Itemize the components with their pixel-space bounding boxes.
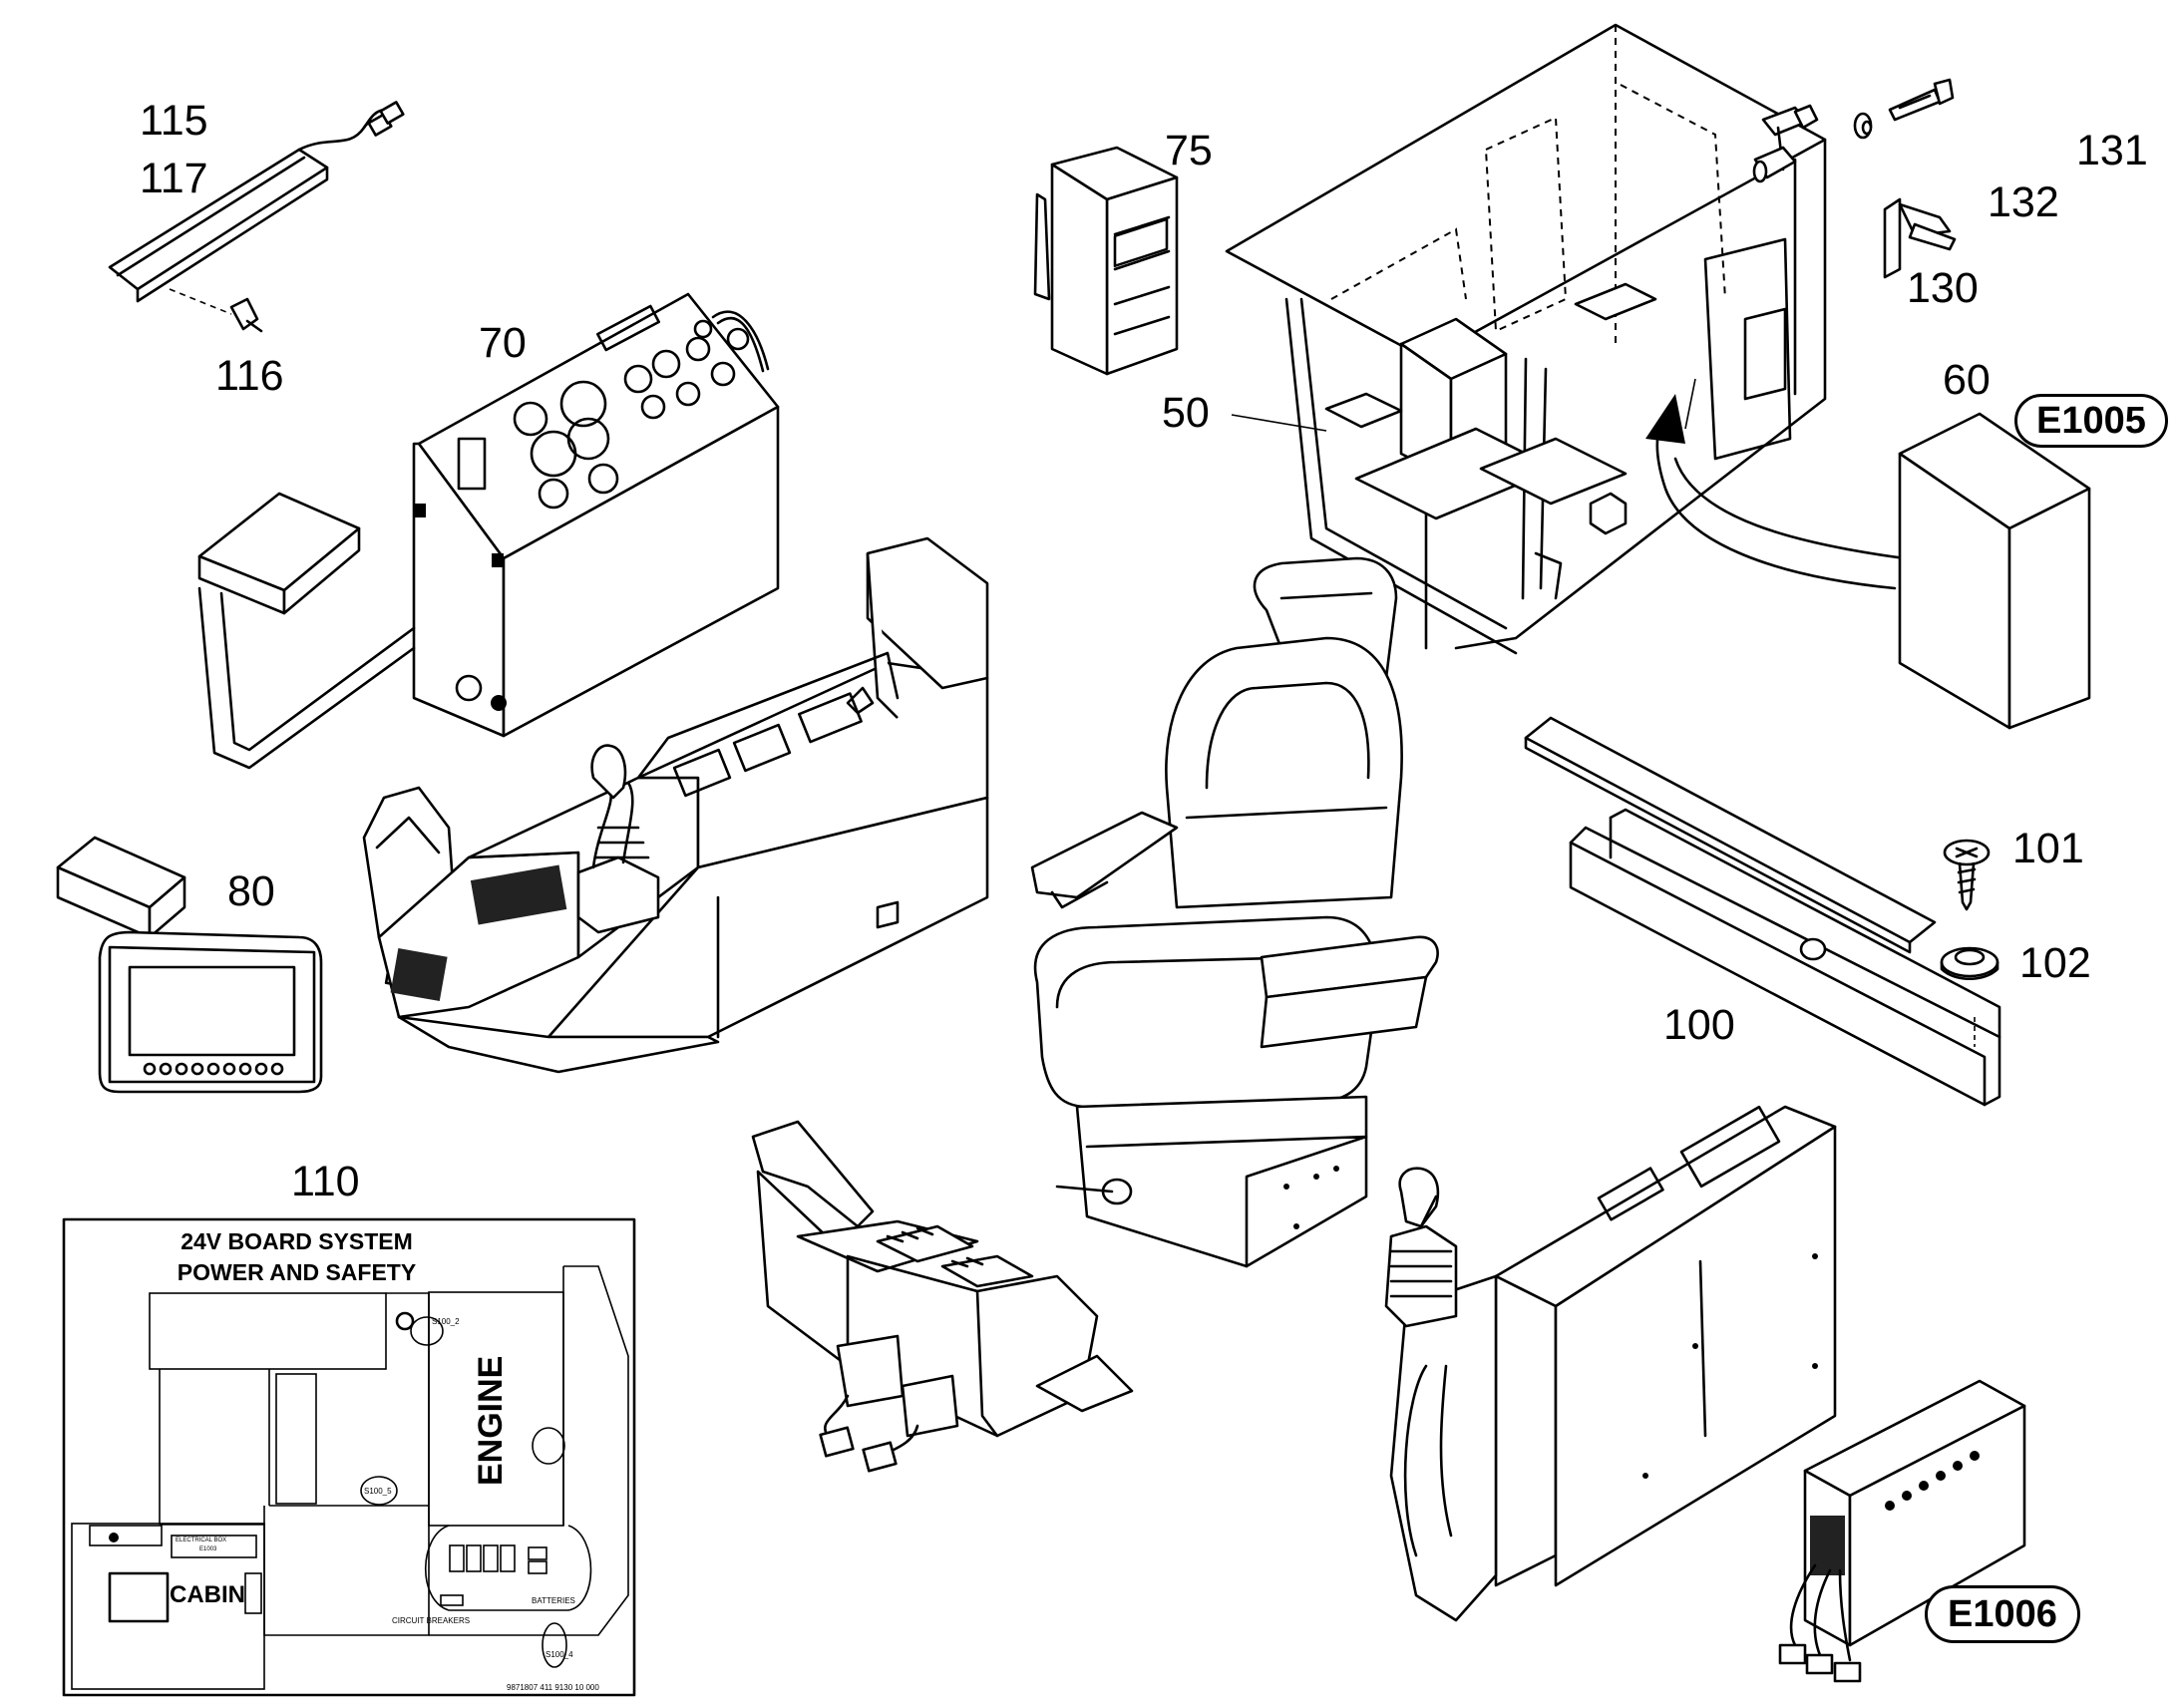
channel-100 <box>1524 716 2001 1107</box>
board-e1003: E1003 <box>199 1546 217 1552</box>
board-electrical-box: ELECTRICAL BOX <box>176 1537 227 1543</box>
callout-70: 70 <box>479 319 527 367</box>
grommet-102 <box>1940 946 1999 980</box>
board-s100-2: S100_2 <box>432 1317 460 1326</box>
board-batteries: BATTERIES <box>532 1596 575 1605</box>
mirror-bracket-130 <box>1752 78 1957 279</box>
board-footer-code: 9871807 411 9130 10 000 <box>507 1683 599 1692</box>
board-s100-4: S100_4 <box>545 1650 573 1659</box>
left-console <box>362 536 989 1074</box>
display-80 <box>56 836 323 1094</box>
board-cabin-label: CABIN <box>170 1581 245 1608</box>
control-cabinet-70 <box>412 292 780 738</box>
box-e1006 <box>1778 1379 2026 1683</box>
box-60 <box>1898 412 2091 730</box>
callout-60: 60 <box>1943 356 1991 404</box>
badge-e1006: E1006 <box>1925 1585 2080 1643</box>
callout-131: 131 <box>2076 127 2148 174</box>
callout-132: 132 <box>1988 178 2059 226</box>
pedal-assembly <box>751 1120 1134 1473</box>
board-s100-5: S100_5 <box>364 1487 392 1496</box>
callout-75: 75 <box>1165 127 1213 174</box>
board-circuit-breakers: CIRCUIT BREAKERS <box>392 1616 471 1625</box>
radio-75 <box>1033 146 1179 376</box>
callout-100: 100 <box>1663 1001 1735 1049</box>
board-system-110 <box>62 1217 636 1697</box>
callout-110: 110 <box>291 1158 360 1205</box>
screw-101 <box>1943 839 1991 911</box>
joystick-left <box>576 744 660 934</box>
callout-116: 116 <box>215 352 284 400</box>
light-bar-115 <box>108 101 405 303</box>
callout-50: 50 <box>1162 389 1210 437</box>
callout-101: 101 <box>2012 825 2084 872</box>
callout-117: 117 <box>140 155 208 202</box>
badge-e1005: E1005 <box>2014 394 2168 448</box>
right-console <box>1384 1105 1837 1622</box>
operator-seat <box>1030 556 1439 1268</box>
board-title-line2: POWER AND SAFETY <box>177 1259 417 1285</box>
callout-80: 80 <box>227 867 275 915</box>
board-engine-label: ENGINE <box>472 1355 510 1486</box>
display-buttons <box>143 1062 284 1076</box>
callout-130: 130 <box>1907 264 1979 312</box>
callout-115: 115 <box>140 97 208 145</box>
bracket-box <box>197 492 416 770</box>
callout-102: 102 <box>2019 939 2091 987</box>
board-title-line1: 24V BOARD SYSTEM <box>181 1228 413 1254</box>
cabin-frame <box>1225 23 1907 655</box>
joystick-right <box>1384 1167 1458 1328</box>
screw-116 <box>169 288 263 333</box>
